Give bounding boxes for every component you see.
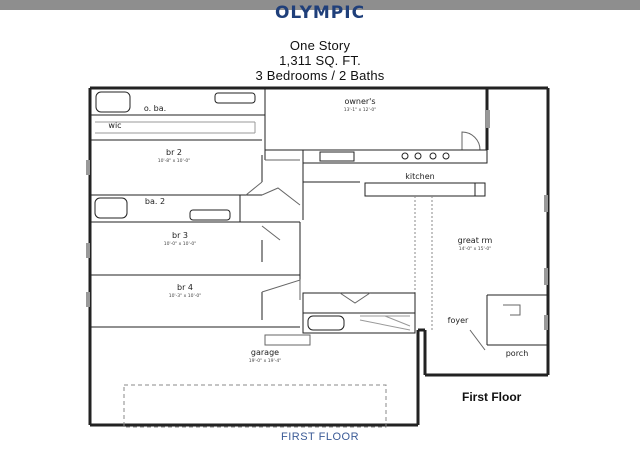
room-label-ba2: ba. 2 — [145, 197, 165, 206]
room-label-foyer: foyer — [448, 316, 469, 325]
walk-in-closet — [90, 121, 262, 141]
great-room-dashes — [414, 196, 433, 330]
foyer-porch-walls — [469, 294, 548, 351]
room-label-great-rm: great rm — [458, 236, 493, 245]
top-bar — [0, 0, 640, 10]
kitchen-counters — [302, 149, 488, 220]
bath-2 — [90, 187, 301, 223]
room-label-o-ba: o. ba. — [144, 104, 166, 113]
brand-title: OLYMPIC — [274, 3, 366, 23]
room-dim-garage: 19'-0" x 19'-4" — [249, 358, 282, 364]
room-label-porch: porch — [506, 349, 529, 358]
stories-text: One Story — [289, 38, 351, 53]
exterior-walls — [88, 86, 550, 427]
room-dim-great-rm: 14'-0" x 15'-0" — [459, 246, 492, 252]
bedroom-3-walls — [90, 222, 301, 290]
floor-label: First Floor — [462, 390, 522, 404]
caption: FIRST FLOOR — [280, 431, 360, 443]
area-text: 1,311 SQ. FT. — [279, 53, 361, 68]
room-dim-owners: 13'-1" x 12'-0" — [344, 107, 377, 113]
room-label-br4: br 4 — [177, 283, 193, 292]
beds-baths-text: 3 Bedrooms / 2 Baths — [255, 68, 385, 83]
room-label-kitchen: kitchen — [405, 172, 434, 181]
room-label-br3: br 3 — [172, 231, 188, 240]
owners-room — [265, 131, 487, 161]
room-label-garage: garage — [251, 348, 279, 357]
bedroom-4-walls — [90, 279, 301, 328]
room-dim-br3: 10'-0" x 10'-0" — [164, 241, 197, 247]
bedroom-2-walls — [90, 155, 263, 196]
room-label-wic: wic — [108, 121, 121, 130]
laundry-closets — [302, 292, 416, 334]
room-label-br2: br 2 — [166, 148, 182, 157]
room-dim-br2: 10'-8" x 10'-0" — [158, 158, 191, 164]
owners-bath — [90, 88, 266, 160]
room-dim-br4: 10'-3" x 10'-0" — [169, 293, 202, 299]
windows — [86, 110, 548, 330]
garage-walls — [123, 334, 387, 428]
room-label-owners: owner's — [344, 97, 375, 106]
